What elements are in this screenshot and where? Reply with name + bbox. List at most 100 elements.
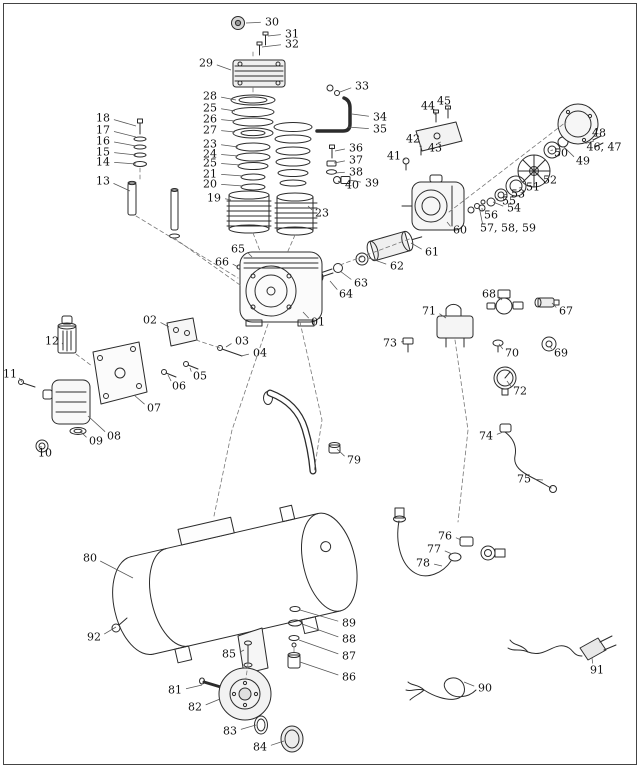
part-label-64: 64	[339, 288, 353, 301]
part-label-31: 31	[285, 28, 299, 41]
leader-line-40	[337, 180, 342, 184]
drain-hose	[499, 423, 557, 493]
part-label-28: 28	[203, 90, 217, 103]
air-filter-assembly	[18, 315, 243, 453]
leader-line-14	[114, 162, 137, 165]
leader-line-57-58-59	[478, 205, 483, 224]
part-label-14: 14	[96, 156, 110, 169]
leader-line-75	[535, 479, 544, 481]
leader-line-87	[298, 639, 339, 655]
leader-line-30	[245, 21, 261, 24]
part-label-08: 08	[107, 430, 121, 443]
part-label-18: 18	[96, 112, 110, 125]
fan-and-covers	[478, 103, 604, 212]
part-label-39: 39	[365, 177, 379, 190]
part-label-21: 21	[203, 168, 217, 181]
leader-line-35	[347, 126, 369, 129]
part-label-17: 17	[96, 124, 110, 137]
motor-housing	[401, 174, 465, 231]
part-label-54: 54	[507, 202, 521, 215]
small-fittings	[326, 144, 351, 184]
leader-line-18	[113, 119, 137, 127]
leader-line-76	[455, 537, 462, 541]
leader-line-83	[240, 724, 257, 730]
part-label-48: 48	[592, 127, 606, 140]
power-cord-90	[405, 677, 477, 701]
leader-line-02	[160, 322, 170, 328]
part-label-51: 51	[526, 181, 540, 194]
part-label-03: 03	[235, 335, 249, 348]
part-labels: 3031322933282526273435232425212019181716…	[3, 16, 622, 754]
leader-line-65	[247, 252, 253, 258]
part-label-46-47: 46, 47	[587, 141, 622, 154]
valve-plate-stack-right	[273, 122, 313, 187]
part-label-87: 87	[342, 650, 356, 663]
handle	[263, 389, 341, 475]
part-label-71: 71	[422, 305, 436, 318]
part-label-42: 42	[406, 133, 420, 146]
part-label-63: 63	[354, 277, 368, 290]
part-label-52: 52	[543, 174, 557, 187]
part-label-13: 13	[96, 175, 110, 188]
part-label-67: 67	[559, 305, 573, 318]
end-cover	[557, 103, 599, 145]
part-label-74: 74	[479, 430, 493, 443]
part-label-06: 06	[172, 380, 186, 393]
part-label-82: 82	[188, 701, 202, 714]
leader-line-74	[496, 431, 504, 435]
leader-line-71	[439, 313, 447, 319]
leader-line-32	[261, 44, 281, 48]
part-label-11: 11	[3, 368, 17, 381]
part-label-61: 61	[425, 246, 439, 259]
leader-line-31	[267, 34, 281, 37]
leader-line-21	[221, 174, 244, 177]
leader-line-19	[225, 198, 232, 201]
part-label-53: 53	[511, 188, 525, 201]
wheel-assembly	[199, 627, 304, 753]
part-label-80: 80	[83, 552, 97, 565]
outlet-hose	[393, 507, 506, 577]
leader-line-38	[334, 171, 345, 174]
part-label-73: 73	[383, 337, 397, 350]
leader-line-12	[61, 342, 64, 345]
part-label-45: 45	[437, 95, 451, 108]
part-label-30: 30	[265, 16, 279, 29]
leader-line-17	[113, 131, 137, 138]
pump-crankcase	[239, 251, 323, 327]
part-label-50: 50	[554, 147, 568, 160]
leader-line-04	[240, 353, 249, 357]
leader-line-28	[221, 96, 237, 101]
leader-line-39	[348, 179, 361, 183]
part-label-65: 65	[231, 243, 245, 256]
part-label-77: 77	[427, 543, 441, 556]
part-label-01: 01	[311, 316, 325, 329]
part-label-68: 68	[482, 288, 496, 301]
part-label-56: 56	[484, 209, 498, 222]
part-label-84: 84	[253, 741, 267, 754]
part-label-09: 09	[89, 435, 103, 448]
leader-line-33	[339, 87, 352, 93]
fitting-70	[492, 339, 504, 353]
leader-line-09	[79, 430, 87, 438]
pressure-switch	[436, 303, 474, 348]
cylinder-right	[274, 192, 318, 236]
leader-line-51	[518, 187, 522, 189]
part-label-91: 91	[590, 664, 604, 677]
part-label-81: 81	[168, 684, 182, 697]
leader-line-05	[189, 367, 192, 372]
leader-line-84	[270, 740, 285, 746]
valve-plate-stack-left	[230, 94, 276, 191]
part-label-25: 25	[203, 102, 217, 115]
part-label-75: 75	[517, 473, 531, 486]
part-label-49: 49	[576, 155, 590, 168]
part-label-29: 29	[199, 57, 213, 70]
part-label-60: 60	[453, 224, 467, 237]
leader-line-45	[447, 107, 449, 111]
leader-line-25	[221, 108, 236, 112]
safety-valve-73	[402, 337, 414, 353]
part-label-05: 05	[193, 370, 207, 383]
part-label-36: 36	[349, 142, 363, 155]
cylinder-fitting-67	[534, 297, 560, 308]
leader-line-26	[221, 119, 236, 122]
drain-cock-92	[111, 617, 128, 633]
